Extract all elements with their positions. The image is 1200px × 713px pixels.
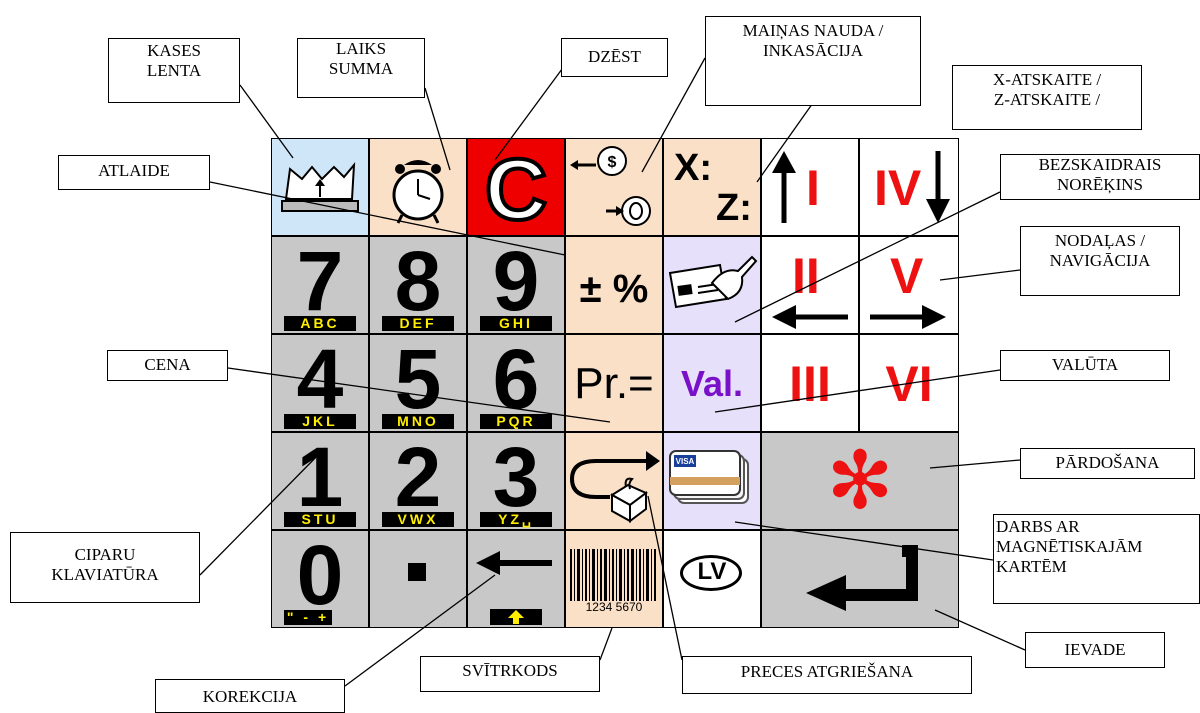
letters-symbols: " - +	[284, 610, 332, 625]
alarm-clock-icon	[392, 160, 444, 224]
key-dept-4-down[interactable]: IV	[860, 139, 958, 235]
key-time-sum[interactable]	[370, 139, 466, 235]
backspace-arrow-icon	[476, 551, 552, 575]
dept-4-label: IV	[874, 160, 922, 216]
key-9[interactable]: 9 GHI	[468, 237, 564, 333]
key-barcode[interactable]: 1234 5670	[566, 531, 662, 627]
key-price[interactable]: Pr.=	[566, 335, 662, 431]
return-package-icon	[569, 451, 660, 523]
money-exchange-icon: $	[570, 146, 651, 226]
digit-5: 5	[394, 335, 442, 426]
key-4[interactable]: 4 JKL	[272, 335, 368, 431]
visa-logo: VISA	[676, 457, 695, 466]
key-change-money[interactable]: $	[566, 139, 662, 235]
x-report-label: X:	[674, 147, 712, 189]
key-currency[interactable]: Val.	[664, 335, 760, 431]
check-signing-icon	[668, 255, 758, 309]
key-1[interactable]: 1 STU	[272, 433, 368, 529]
label-x-z-atskaite: X-ATSKAITE / Z-ATSKAITE /	[952, 65, 1142, 130]
letters-yz-space: YZ␣	[480, 512, 552, 527]
asterisk-icon: ✻	[826, 434, 894, 527]
label-cena: CENA	[107, 350, 228, 381]
dept-5-label: V	[890, 248, 924, 304]
key-0[interactable]: 0 " - +	[272, 531, 368, 627]
barcode-digits: 1234 5670	[586, 600, 643, 614]
currency-label: Val.	[680, 363, 744, 404]
letters-def: DEF	[382, 316, 454, 331]
dept-1-label: I	[806, 160, 820, 216]
label-dzest: DZĒST	[561, 38, 668, 77]
letters-jkl: JKL	[284, 414, 356, 429]
price-label: Pr.=	[574, 359, 654, 408]
key-product-return[interactable]	[566, 433, 662, 529]
digit-3: 3	[492, 433, 540, 524]
key-receipt-tape[interactable]	[272, 139, 368, 235]
label-preces-atgriesana: PRECES ATGRIEŠANA	[682, 656, 972, 694]
label-pardosana: PĀRDOŠANA	[1020, 448, 1195, 479]
key-decimal-point[interactable]	[370, 531, 466, 627]
lv-badge	[680, 555, 742, 591]
label-magn-kartes: DARBS AR MAGNĒTISKAJĀM KARTĒM	[993, 514, 1200, 604]
label-laiks-summa: LAIKS SUMMA	[297, 38, 425, 98]
digit-2: 2	[394, 433, 442, 524]
digit-1: 1	[296, 433, 344, 524]
digit-7: 7	[296, 237, 344, 328]
label-nodalas: NODAĻAS / NAVIGĀCIJA	[1020, 226, 1180, 296]
key-discount[interactable]: ± %	[566, 237, 662, 333]
key-magnetic-cards[interactable]: VISA	[664, 433, 760, 529]
barcode-icon: 1234 5670	[570, 549, 656, 614]
digit-9: 9	[492, 237, 540, 328]
clear-key-label: C	[483, 142, 549, 235]
arrow-down-icon	[926, 151, 950, 223]
arrow-up-icon	[772, 151, 796, 223]
label-bezskaidrais: BEZSKAIDRAIS NORĒĶINS	[1000, 154, 1200, 200]
key-enter[interactable]	[762, 531, 958, 627]
key-lv[interactable]: LV	[664, 531, 760, 627]
label-korekcija: KOREKCIJA	[155, 679, 345, 713]
label-svitrkods: SVĪTRKODS	[420, 656, 600, 692]
letters-vwx: VWX	[382, 512, 454, 527]
digit-0: 0	[296, 531, 344, 622]
key-6[interactable]: 6 PQR	[468, 335, 564, 431]
label-ciparu: CIPARU KLAVIATŪRA	[10, 532, 200, 603]
letters-abc: ABC	[284, 316, 356, 331]
key-x-z-report[interactable]: X: Z:	[664, 139, 760, 235]
key-correction[interactable]	[468, 531, 564, 627]
key-3[interactable]: 3 YZ␣	[468, 433, 564, 529]
letters-mno: MNO	[382, 414, 454, 429]
label-kases-lenta: KASES LENTA	[108, 38, 240, 103]
key-2[interactable]: 2 VWX	[370, 433, 466, 529]
label-ievade: IEVADE	[1025, 632, 1165, 668]
dot-icon	[408, 563, 426, 581]
key-8[interactable]: 8 DEF	[370, 237, 466, 333]
enter-icon	[806, 545, 918, 611]
label-mainas-nauda: MAIŅAS NAUDA / INKASĀCIJA	[705, 16, 921, 106]
shift-arrow-icon	[508, 610, 524, 624]
label-valuta: VALŪTA	[1000, 350, 1170, 381]
label-atlaide: ATLAIDE	[58, 155, 210, 190]
key-cashless-payment[interactable]	[664, 237, 760, 333]
arrow-left-icon	[772, 305, 848, 329]
arrow-right-icon	[870, 305, 946, 329]
letters-stu: STU	[284, 512, 356, 527]
key-5[interactable]: 5 MNO	[370, 335, 466, 431]
digit-8: 8	[394, 237, 442, 328]
key-sale[interactable]: ✻	[762, 433, 958, 529]
letters-pqr: PQR	[480, 414, 552, 429]
key-dept-1-up[interactable]: I	[762, 139, 858, 235]
svg-text:$: $	[608, 154, 617, 171]
credit-cards-icon: VISA	[669, 450, 749, 504]
discount-label: ± %	[579, 267, 649, 311]
letters-ghi: GHI	[480, 316, 552, 331]
dept-2-label: II	[792, 248, 820, 304]
key-clear[interactable]: C	[468, 139, 564, 235]
key-7[interactable]: 7 ABC	[272, 237, 368, 333]
z-report-label: Z:	[716, 187, 752, 229]
lv-label: LV	[697, 558, 727, 585]
